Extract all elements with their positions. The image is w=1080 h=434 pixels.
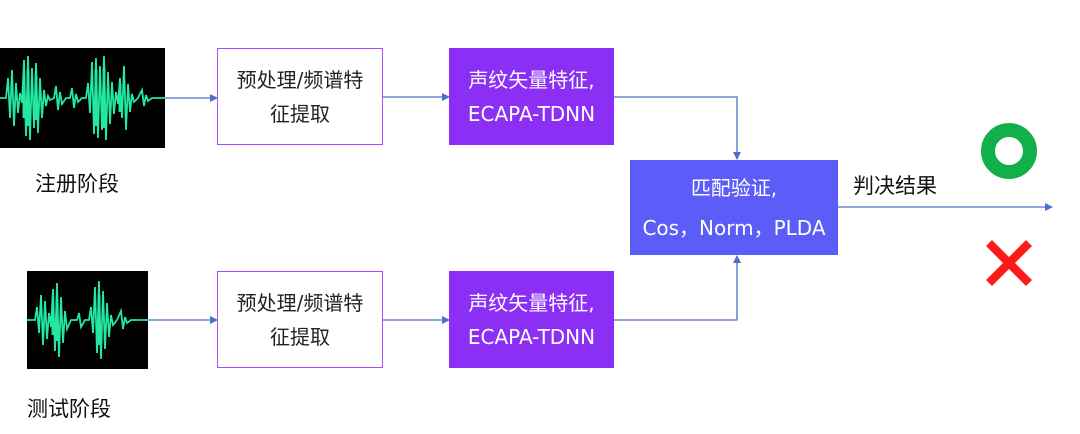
test-feature-box: 声纹矢量特征, ECAPA-TDNN [449,271,614,368]
enroll-stage-label: 注册阶段 [35,172,119,196]
match-verify-box: 匹配验证, Cos，Norm，PLDA [630,160,838,255]
result-label: 判决结果 [853,174,937,198]
test-waveform [27,271,148,369]
enroll-feature-line2: ECAPA-TDNN [467,101,596,126]
enroll-preprocess-box: 预处理/频谱特征提取 [217,48,383,145]
circle-o-icon [981,123,1037,179]
waveform-icon [27,280,148,360]
test-preprocess-label: 预处理/频谱特征提取 [236,290,364,349]
cross-x-icon [986,240,1032,286]
enroll-waveform [0,48,165,148]
enroll-feature-line1: 声纹矢量特征, [468,67,595,92]
test-feature-line2: ECAPA-TDNN [467,324,596,349]
arrow-enroll-feature-to-match [614,96,741,160]
match-line1: 匹配验证, [690,175,778,200]
arrow-test-feature-to-match [614,255,741,321]
waveform-icon [0,55,165,141]
test-feature-line1: 声纹矢量特征, [468,290,595,315]
match-line2: Cos，Norm，PLDA [642,215,826,240]
enroll-feature-box: 声纹矢量特征, ECAPA-TDNN [449,48,614,145]
test-preprocess-box: 预处理/频谱特征提取 [217,271,383,368]
test-stage-label: 测试阶段 [27,397,111,421]
enroll-preprocess-label: 预处理/频谱特征提取 [236,67,364,126]
